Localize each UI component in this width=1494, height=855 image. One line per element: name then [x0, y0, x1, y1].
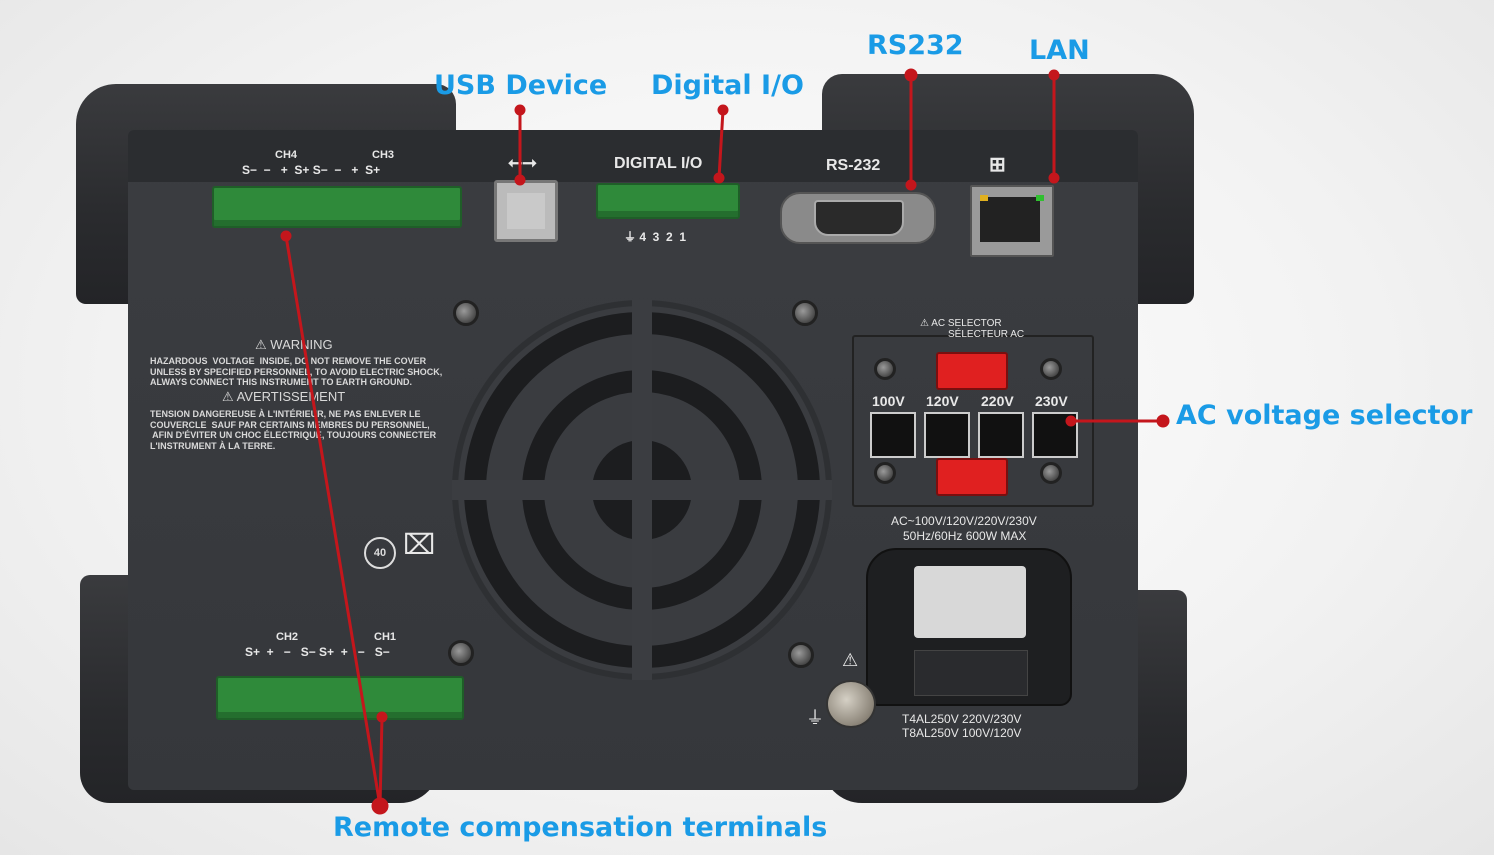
- cooling-fan-grille: [452, 300, 832, 680]
- digital-io-label: DIGITAL I/O: [614, 155, 703, 172]
- top-pin-labels: S− − + S+ S− − + S+: [242, 163, 381, 177]
- rs232-silk-label: RS-232: [826, 157, 881, 174]
- screw-top-right: [792, 300, 818, 326]
- selector-slot-220v: [978, 412, 1024, 458]
- callout-rs232: RS232: [867, 30, 964, 61]
- selector-slot-230v: [1032, 412, 1078, 458]
- selector-screw-tl: [874, 358, 896, 380]
- ch4-label: CH4: [275, 149, 298, 161]
- epa-40-icon: 40: [364, 537, 396, 569]
- remote-terminal-ch2-ch1[interactable]: [216, 676, 464, 720]
- voltage-120v: 120V: [926, 393, 959, 409]
- callout-lan: LAN: [1029, 35, 1090, 66]
- screw-bottom-right: [788, 642, 814, 668]
- avertissement-text: TENSION DANGEREUSE À L'INTÉRIEUR, NE PAS…: [150, 409, 437, 451]
- screw-bottom-left: [448, 640, 474, 666]
- weee-bin-icon: ⌧: [403, 529, 436, 560]
- ac-power-inlet[interactable]: [866, 548, 1072, 706]
- chassis-ground-icon: ⏚: [806, 708, 824, 728]
- warning-title: ⚠ WARNING: [255, 337, 333, 352]
- ac-rating: AC~100V/120V/220V/230V: [891, 514, 1037, 528]
- fuse-rating-2: T8AL250V 100V/120V: [902, 726, 1022, 740]
- ac-selector-label: ⚠ AC SELECTOR: [920, 318, 1002, 329]
- ac-frequency: 50Hz/60Hz 600W MAX: [903, 529, 1027, 543]
- selector-screw-tr: [1040, 358, 1062, 380]
- selector-slot-120v: [924, 412, 970, 458]
- usb-device-port[interactable]: [494, 180, 558, 242]
- voltage-220v: 220V: [981, 393, 1014, 409]
- callout-digital-io: Digital I/O: [651, 70, 804, 101]
- rear-panel-top-strip: [128, 130, 1138, 182]
- usb-icon: ⭠⭢: [508, 152, 537, 172]
- selecteur-ac-label: SÉLECTEUR AC: [948, 329, 1025, 340]
- ground-terminal-knob[interactable]: [826, 680, 876, 728]
- warning-title-text: WARNING: [270, 337, 333, 352]
- voltage-230v: 230V: [1035, 393, 1068, 409]
- lan-port[interactable]: [970, 185, 1054, 257]
- epa-40-text: 40: [373, 547, 387, 559]
- ac-selector-top-switch[interactable]: [936, 352, 1008, 390]
- voltage-100v: 100V: [872, 393, 905, 409]
- remote-terminal-ch4-ch3[interactable]: [212, 186, 462, 228]
- ac-selector-bottom-switch[interactable]: [936, 458, 1008, 496]
- callout-remote-compensation: Remote compensation terminals: [333, 812, 828, 843]
- callout-usb-device: USB Device: [434, 70, 608, 101]
- ac-selector-text: AC SELECTOR: [931, 318, 1002, 329]
- fuse-rating-1: T4AL250V 220V/230V: [902, 712, 1022, 726]
- ch2-label: CH2: [276, 631, 299, 643]
- avertissement-title: ⚠ AVERTISSEMENT: [222, 389, 346, 404]
- lan-icon: ⊞: [989, 154, 1006, 176]
- ch3-label: CH3: [372, 149, 395, 161]
- avertissement-title-text: AVERTISSEMENT: [236, 389, 346, 404]
- selector-slot-100v: [870, 412, 916, 458]
- callout-ac-voltage-selector: AC voltage selector: [1176, 400, 1473, 431]
- selector-screw-bl: [874, 462, 896, 484]
- rs232-port[interactable]: [780, 192, 936, 244]
- selector-screw-br: [1040, 462, 1062, 484]
- warning-text: HAZARDOUS VOLTAGE INSIDE, DO NOT REMOVE …: [150, 356, 443, 387]
- ch1-label: CH1: [374, 631, 397, 643]
- screw-top-left: [453, 300, 479, 326]
- bottom-pin-labels: S+ + − S− S+ + − S−: [245, 645, 390, 659]
- digital-io-pin-labels: ⏚ 4 3 2 1: [624, 230, 687, 244]
- digital-io-terminal[interactable]: [596, 183, 740, 219]
- ground-warning-icon: ⚠: [842, 650, 859, 670]
